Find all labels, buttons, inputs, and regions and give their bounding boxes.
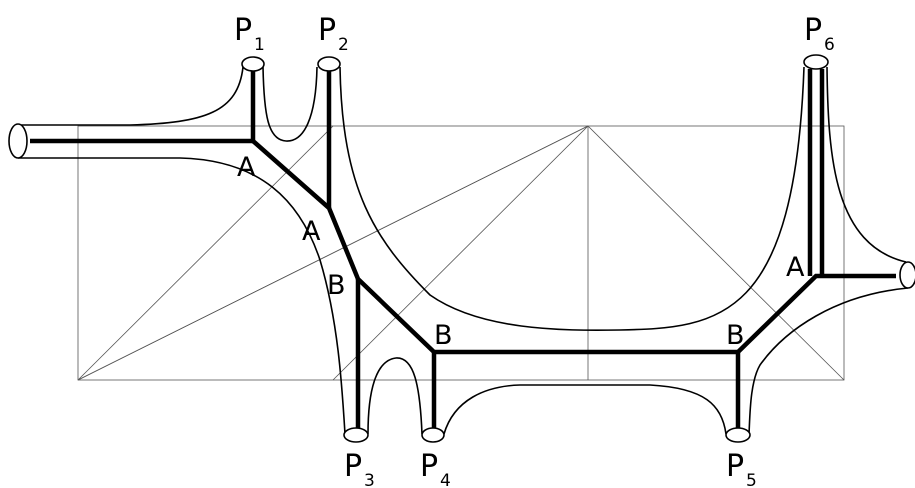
boundary-ports <box>8 54 915 443</box>
vertex-label-a: A <box>302 216 321 247</box>
vertex-label-b: B <box>434 320 453 351</box>
tube-edge <box>367 357 423 435</box>
port-letter: P <box>804 13 822 48</box>
port-letter: P <box>234 13 252 48</box>
port-letter: P <box>726 449 744 484</box>
guide-diagonal <box>587 125 845 381</box>
port-ellipse-p3 <box>343 427 369 443</box>
vertex-labels: A A B B B A <box>237 152 805 351</box>
port-ellipse-p5 <box>725 427 751 443</box>
port-ellipse-p2 <box>317 56 341 72</box>
tube-edge <box>748 287 909 435</box>
port-subscript: 3 <box>364 471 375 488</box>
left-end-ellipse <box>8 123 28 159</box>
port-label-p5: P 5 <box>726 449 757 488</box>
port-label-p1: P 1 <box>234 13 265 55</box>
port-label-p4: P 4 <box>420 449 451 488</box>
port-label-p3: P 3 <box>344 449 375 488</box>
tube-edge <box>262 66 318 142</box>
guide-diagonal <box>77 125 334 381</box>
trivalent-graph <box>30 69 896 428</box>
port-subscript: 6 <box>824 35 835 55</box>
port-label-p2: P 2 <box>318 13 349 55</box>
vertex-label-a: A <box>786 252 805 283</box>
guide-rectangle <box>77 125 845 381</box>
port-subscript: 4 <box>440 471 451 488</box>
tube-edge <box>18 157 346 435</box>
tube-edge <box>18 66 244 126</box>
tube-edge <box>826 66 907 263</box>
port-ellipse-p6 <box>803 54 829 70</box>
right-end-ellipse <box>899 261 915 289</box>
guide-lines <box>77 125 845 381</box>
port-ellipse-p1 <box>241 56 265 72</box>
vertex-label-b: B <box>327 270 346 301</box>
port-subscript: 2 <box>338 35 349 55</box>
guide-diagonal <box>77 125 589 381</box>
tube-edge <box>443 384 727 435</box>
port-labels: P 1 P 2 P 6 P 3 P 4 P 5 <box>234 13 835 488</box>
port-subscript: 5 <box>746 471 757 488</box>
vertex-label-b: B <box>726 320 745 351</box>
graph-edge <box>251 139 896 355</box>
port-letter: P <box>344 449 362 484</box>
port-letter: P <box>420 449 438 484</box>
port-letter: P <box>318 13 336 48</box>
port-subscript: 1 <box>254 35 265 55</box>
port-label-p6: P 6 <box>804 13 835 55</box>
port-ellipse-p4 <box>421 427 445 443</box>
tube-edge <box>339 66 805 332</box>
guide-diagonal <box>332 125 589 381</box>
surface-outline <box>18 66 909 435</box>
vertex-label-a: A <box>237 152 256 183</box>
